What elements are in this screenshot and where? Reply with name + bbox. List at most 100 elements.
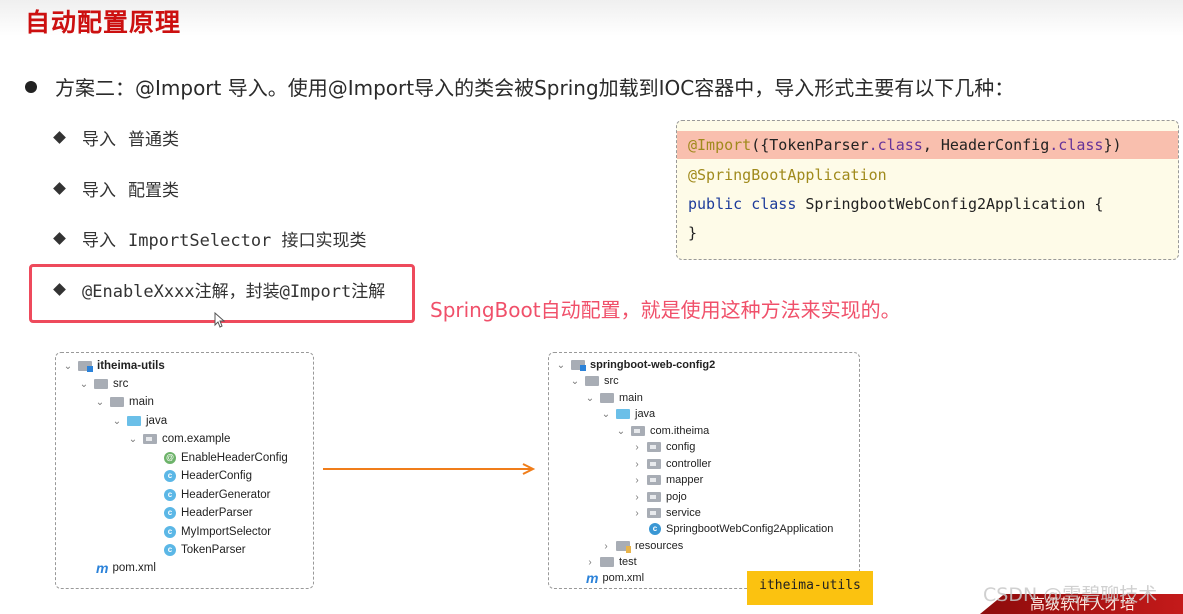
sub-item-value: @EnableXxxx注解，封装@Import注解 [82,282,386,302]
tree-node-test[interactable]: › test [584,554,636,570]
class-icon: c [164,489,176,501]
mouse-cursor-icon [214,312,226,328]
tree-label: pom.xml [112,562,156,574]
tree-node-java[interactable]: ⌄ java [600,406,655,422]
folder-icon [600,393,614,403]
module-folder-icon [571,360,586,371]
chevron-down-icon: ⌄ [601,408,611,420]
class-icon: c [164,544,176,556]
tree-node-root[interactable]: ⌄ itheima-utils [62,358,165,374]
tree-node-subpackage[interactable]: › controller [631,456,711,472]
tree-label: com.example [162,433,231,445]
folder-icon [110,397,124,407]
tree-node-pom[interactable]: m pom.xml [586,570,644,586]
chevron-right-icon: › [635,441,639,453]
tree-node-src[interactable]: ⌄ src [78,376,129,392]
diamond-bullet-icon [53,182,66,195]
tree-node-main[interactable]: ⌄ main [94,394,154,410]
folder-icon [585,376,599,386]
sub-item-label: 导入 [82,181,116,201]
tree-node-app-class[interactable]: c SpringbootWebConfig2Application [649,521,833,537]
tree-label: HeaderGenerator [181,489,271,501]
tree-node-subpackage[interactable]: › config [631,439,695,455]
source-folder-icon [616,409,630,419]
tree-node-class[interactable]: c HeaderParser [164,505,253,521]
sub-item-import-selector: 导入 ImportSelector 接口实现类 [53,226,367,251]
folder-icon [94,379,108,389]
diamond-bullet-icon [53,232,66,245]
source-folder-icon [127,416,141,426]
tree-label: java [146,415,168,427]
tree-node-package[interactable]: ⌄ com.example [127,431,231,447]
tree-node-root[interactable]: ⌄ springboot-web-config2 [555,357,715,373]
tree-label: TokenParser [181,544,246,556]
tree-label: itheima-utils [97,360,165,372]
chevron-down-icon: ⌄ [95,396,105,408]
code-line-close: } [688,224,698,242]
tree-node-package[interactable]: ⌄ com.itheima [615,423,710,439]
tree-node-java[interactable]: ⌄ java [111,413,167,429]
tree-node-resources[interactable]: › resources [600,538,683,554]
tree-node-class[interactable]: c MyImportSelector [164,524,271,540]
watermark: CSDN @雪碧聊技术 [983,584,1158,606]
tree-node-class[interactable]: c TokenParser [164,542,246,558]
tree-label: springboot-web-config2 [590,359,716,371]
main-bullet: 方案二：@Import 导入。使用@Import导入的类会被Spring加载到I… [25,72,1014,101]
sub-item-label: 导入 [82,231,116,251]
sub-item-plain-class: 导入 普通类 [53,125,179,150]
package-icon [647,459,661,469]
tree-label: src [113,378,129,390]
tree-label: service [666,507,701,519]
tree-node-main[interactable]: ⌄ main [584,390,643,406]
package-icon [647,475,661,485]
class-icon: c [164,526,176,538]
class-icon: c [164,507,176,519]
tree-node-class[interactable]: c HeaderGenerator [164,487,271,503]
chevron-down-icon: ⌄ [585,392,595,404]
sub-item-value: 普通类 [128,130,179,150]
chevron-down-icon: ⌄ [112,415,122,427]
tree-label: controller [666,458,712,470]
diamond-bullet-icon [53,131,66,144]
bullet-dot-icon [25,80,37,93]
tree-node-subpackage[interactable]: › mapper [631,472,703,488]
tree-label: com.itheima [650,425,710,437]
sub-item-value: ImportSelector 接口实现类 [128,231,367,251]
package-icon [143,434,157,444]
left-project-tree: ⌄ itheima-utils ⌄ src ⌄ main ⌄ java ⌄ co… [55,352,314,589]
code-line-import: @Import({TokenParser.class, HeaderConfig… [677,131,1178,159]
tree-label: src [604,375,619,387]
tree-label: HeaderConfig [181,470,252,482]
class-icon: c [164,470,176,482]
tree-node-class[interactable]: c HeaderConfig [164,468,252,484]
package-icon [631,426,645,436]
tree-label: config [666,441,696,453]
tree-node-subpackage[interactable]: › service [631,505,701,521]
tree-label: MyImportSelector [181,526,272,538]
header-band [0,0,1183,36]
chevron-right-icon: › [635,491,639,503]
tree-node-class[interactable]: @ EnableHeaderConfig [164,450,288,466]
package-icon [647,442,661,452]
tree-node-subpackage[interactable]: › pojo [631,489,686,505]
sub-item-config-class: 导入 配置类 [53,176,179,201]
tree-node-src[interactable]: ⌄ src [569,373,619,389]
chevron-down-icon: ⌄ [616,425,626,437]
footer-banner [980,594,1183,614]
right-project-tree: ⌄ springboot-web-config2 ⌄ src ⌄ main ⌄ … [548,352,860,589]
tree-label: HeaderParser [181,507,253,519]
sub-item-label: 导入 [82,130,116,150]
tree-label: mapper [666,474,704,486]
tree-label: java [635,408,656,420]
folder-icon [600,557,614,567]
tree-node-pom[interactable]: m pom.xml [96,560,156,576]
module-folder-icon [78,361,93,372]
maven-icon: m [586,570,599,586]
sub-item-enable-annotation: @EnableXxxx注解，封装@Import注解 [53,277,386,302]
chevron-right-icon: › [604,540,608,552]
tree-label: SpringbootWebConfig2Application [666,523,834,535]
annotation-icon: @ [164,452,176,464]
spring-boot-class-icon: c [649,523,661,535]
chevron-down-icon: ⌄ [128,433,138,445]
module-tag: itheima-utils [747,571,873,605]
